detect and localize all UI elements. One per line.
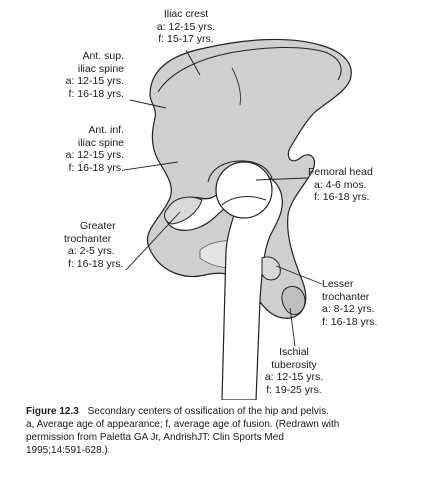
figure-label: Figure 12.3 <box>26 406 79 417</box>
asis-fuse: f: 16-18 yrs. <box>68 87 124 100</box>
lesser-trochanter-appear: a: 8-12 yrs. <box>322 303 375 315</box>
femoral-head-name: Femoral head <box>308 166 373 178</box>
greater-trochanter-fuse: f: 16-18 yrs. <box>68 257 124 270</box>
lesser-trochanter-epiphysis <box>261 256 281 281</box>
ischial-tuberosity-appear: a: 12-15 yrs. <box>264 371 324 383</box>
leader-femoral-head <box>255 177 309 181</box>
femoral-head-appear: a: 4-6 mos. <box>314 178 367 191</box>
label-aiis: Ant. inf. iliac spine a: 12-15 yrs. f: 1… <box>46 124 124 174</box>
asis-appear: a: 12-15 yrs. <box>65 75 124 87</box>
hip-pelvis-diagram <box>123 38 352 400</box>
caption-text-1: Secondary centers of ossification of the… <box>87 406 329 417</box>
iliac-crest-name: Iliac crest <box>163 8 209 20</box>
label-greater-trochanter: Greater trochanter a: 2-5 yrs. f: 16-18 … <box>64 220 144 270</box>
greater-trochanter-name-2: trochanter <box>64 232 112 245</box>
asis-name-1: Ant. sup. <box>82 50 124 62</box>
lesser-trochanter-name-1: Lesser <box>322 278 354 290</box>
label-lesser-trochanter: Lesser trochanter a: 8-12 yrs. f: 16-18 … <box>322 278 402 328</box>
aiis-name-2: iliac spine <box>77 136 124 149</box>
leader-asis <box>129 99 167 109</box>
caption-line-1: Figure 12.3 Secondary centers of ossific… <box>26 405 421 418</box>
asis-name-2: iliac spine <box>77 62 124 75</box>
leader-lesser-trochanter <box>275 265 323 285</box>
lesser-trochanter-name-2: trochanter <box>322 290 370 303</box>
femur-shaft <box>165 172 283 400</box>
ischial-tuberosity-epiphysis <box>281 285 306 315</box>
iliac-crest-epiphysis <box>157 47 342 93</box>
caption-line-2: a, Average age of appearance; f, average… <box>26 419 340 430</box>
femoral-head-fuse: f: 16-18 yrs. <box>314 191 370 203</box>
leader-greater-trochanter <box>125 211 181 271</box>
femoral-head <box>215 161 273 219</box>
ischial-tuberosity-name-1: Ischial <box>279 346 309 358</box>
greater-trochanter-name-1: Greater <box>80 220 116 232</box>
iliac-crest-inner-line <box>231 67 241 106</box>
label-femoral-head: Femoral head a: 4-6 mos. f: 16-18 yrs. <box>308 166 398 204</box>
caption-line-4: 1995;14:591-628.) <box>26 445 108 456</box>
figure-caption: Figure 12.3 Secondary centers of ossific… <box>26 405 421 457</box>
leader-iliac-crest <box>185 49 201 76</box>
greater-trochanter-epiphysis <box>164 196 203 225</box>
greater-trochanter-appear: a: 2-5 yrs. <box>68 245 115 257</box>
leader-aiis <box>123 161 179 171</box>
label-asis: Ant. sup. iliac spine a: 12-15 yrs. f: 1… <box>46 50 124 100</box>
label-ischial-tuberosity: Ischial tuberosity a: 12-15 yrs. f: 19-2… <box>254 346 334 396</box>
lesser-trochanter-fuse: f: 16-18 yrs. <box>322 315 378 328</box>
aiis-name-1: Ant. inf. <box>88 124 124 136</box>
ischial-tuberosity-fuse: f: 19-25 yrs. <box>266 383 322 396</box>
label-iliac-crest: Iliac crest a: 12-15 yrs. f: 15-17 yrs. <box>148 8 224 46</box>
caption-line-3: permission from Paletta GA Jr, AndrishJT… <box>26 432 284 443</box>
femoral-head-physis <box>221 196 267 206</box>
aiis-fuse: f: 16-18 yrs. <box>68 161 124 174</box>
leader-ischial-tuberosity <box>289 307 296 347</box>
aiis-appear: a: 12-15 yrs. <box>65 149 124 161</box>
iliac-crest-fuse: f: 15-17 yrs. <box>158 33 214 45</box>
iliac-crest-appear: a: 12-15 yrs. <box>156 20 216 33</box>
ischial-tuberosity-name-2: tuberosity <box>271 358 317 371</box>
